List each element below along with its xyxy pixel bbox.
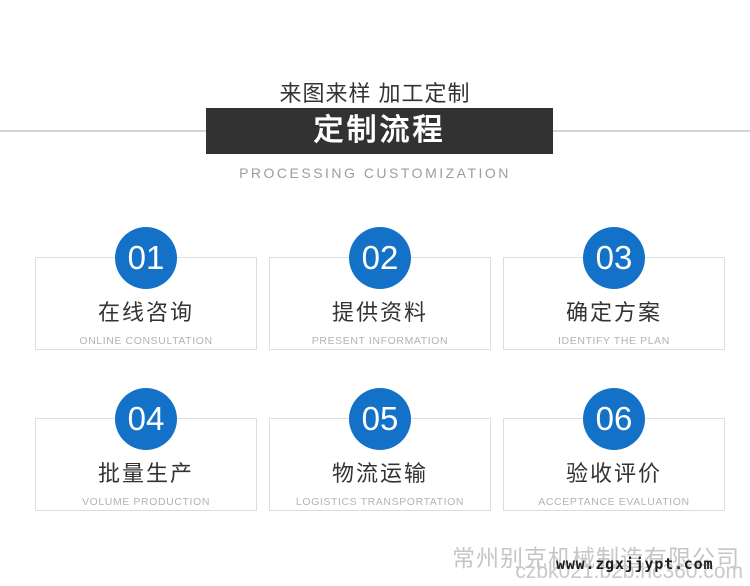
watermark-company-name: 常州别克机械制造有限公司 [452, 545, 740, 571]
step-subtitle: PRESENT INFORMATION [311, 335, 449, 347]
steps-grid: 01 在线咨询 ONLINE CONSULTATION 02 提供资料 PRES… [35, 227, 725, 511]
step-number-badge: 02 [349, 227, 411, 289]
step-number-badge: 03 [583, 227, 645, 289]
step-number-badge: 06 [583, 388, 645, 450]
step-card-6: 06 验收评价 ACCEPTANCE EVALUATION [503, 388, 725, 511]
step-number-badge: 04 [115, 388, 177, 450]
section-subtitle: PROCESSING CUSTOMIZATION [239, 165, 511, 181]
step-card-5: 05 物流运输 LOGISTICS TRANSPORTATION [269, 388, 491, 511]
step-title: 在线咨询 [97, 300, 194, 325]
step-number-badge: 01 [115, 227, 177, 289]
watermark-overlay-url: www.zgxjjypt.com [556, 555, 714, 573]
step-title: 物流运输 [331, 461, 428, 486]
step-card-3: 03 确定方案 IDENTIFY THE PLAN [503, 227, 725, 350]
step-subtitle: ACCEPTANCE EVALUATION [538, 496, 690, 508]
section-title-banner: 定制流程 [206, 108, 553, 154]
step-title: 验收评价 [565, 461, 662, 486]
step-card-4: 04 批量生产 VOLUME PRODUCTION [35, 388, 257, 511]
step-number-badge: 05 [349, 388, 411, 450]
step-subtitle: ONLINE CONSULTATION [79, 335, 213, 347]
step-subtitle: VOLUME PRODUCTION [81, 496, 211, 508]
step-subtitle: IDENTIFY THE PLAN [558, 335, 670, 347]
step-title: 批量生产 [97, 461, 194, 486]
step-subtitle: LOGISTICS TRANSPORTATION [295, 496, 465, 508]
page-tagline: 来图来样 加工定制 [279, 81, 471, 106]
step-title: 确定方案 [565, 300, 662, 325]
step-title: 提供资料 [331, 300, 428, 325]
step-card-1: 01 在线咨询 ONLINE CONSULTATION [35, 227, 257, 350]
step-card-2: 02 提供资料 PRESENT INFORMATION [269, 227, 491, 350]
watermark-portal-url: czbk021.b2b.hc360.com [515, 560, 743, 583]
